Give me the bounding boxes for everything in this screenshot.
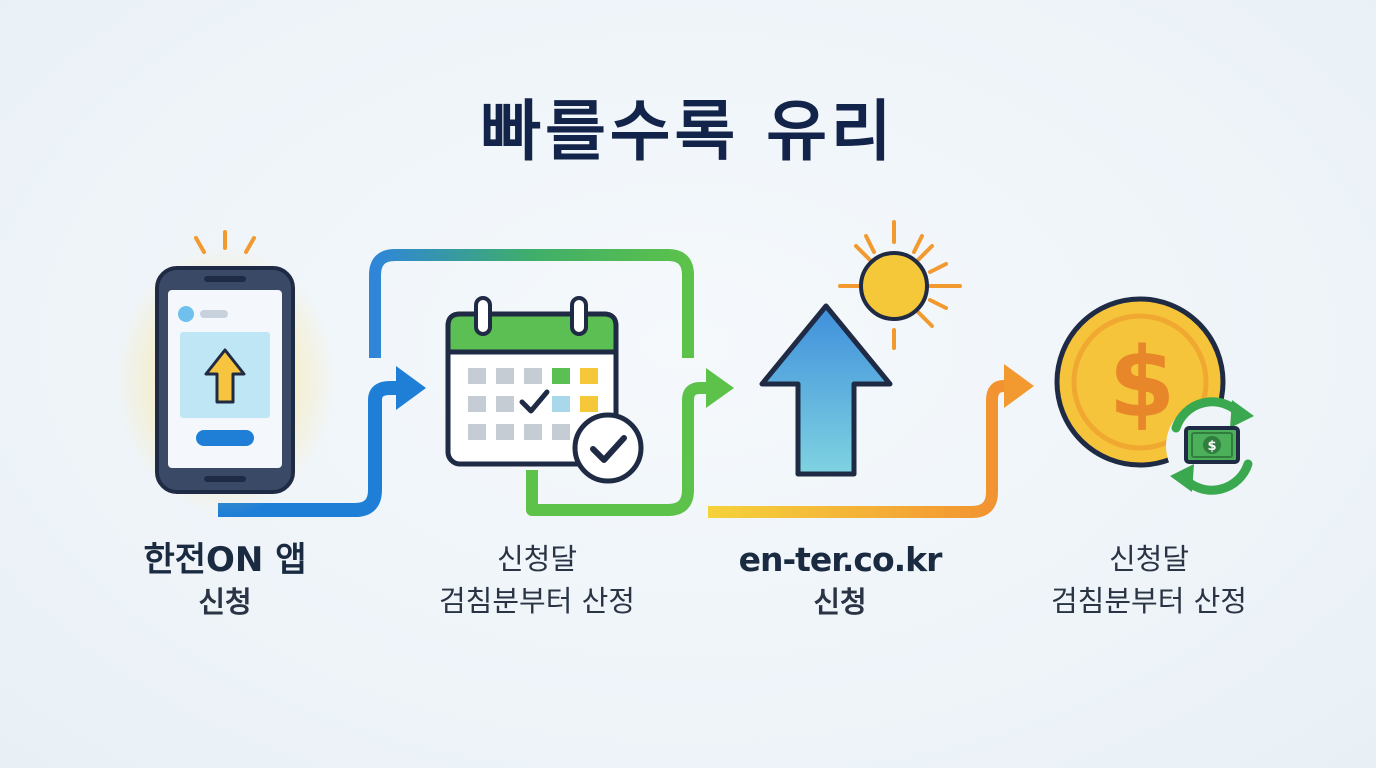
step-1-label: 한전ON 앱 신청 — [105, 538, 345, 622]
step-4-line2: 검침분부터 산정 — [1051, 584, 1247, 618]
calendar-check-icon — [445, 296, 644, 484]
coin-refund-icon: $ $ — [1054, 296, 1258, 495]
step-4-label: 신청달 검침분부터 산정 — [1004, 538, 1294, 622]
up-arrow-sun-icon — [759, 220, 962, 477]
smartphone-upload-icon — [115, 230, 335, 515]
step-1-line1: 한전ON 앱 — [143, 540, 307, 580]
notification-rays — [194, 230, 256, 254]
connector-top-loop — [369, 249, 694, 358]
page-title: 빠를수록 유리 — [480, 93, 896, 170]
step-2-line2: 검침분부터 산정 — [439, 584, 635, 618]
coin-symbol: $ — [1109, 327, 1176, 439]
step-1-line2: 신청 — [198, 585, 252, 619]
step-4-line1: 신청달 — [1108, 542, 1190, 576]
refund-cycle-arrows — [1170, 397, 1254, 495]
arrowhead-green — [706, 368, 734, 408]
step-3-label: en-ter.co.kr 신청 — [710, 538, 970, 622]
arrowhead-blue — [396, 366, 426, 410]
connector-phone-to-calendar — [218, 366, 426, 517]
step-2-label: 신청달 검침분부터 산정 — [392, 538, 682, 622]
sun-rays — [838, 220, 962, 350]
connector-calendar-to-arrow — [526, 368, 734, 516]
connector-arrow-to-coin — [708, 364, 1034, 518]
step-3-line1: en-ter.co.kr — [738, 540, 943, 579]
calendar-grid — [468, 368, 598, 440]
step-2-line1: 신청달 — [496, 542, 578, 576]
step-3-line2: 신청 — [813, 585, 867, 619]
arrowhead-orange — [1004, 364, 1034, 408]
cash-symbol: $ — [1207, 439, 1216, 454]
